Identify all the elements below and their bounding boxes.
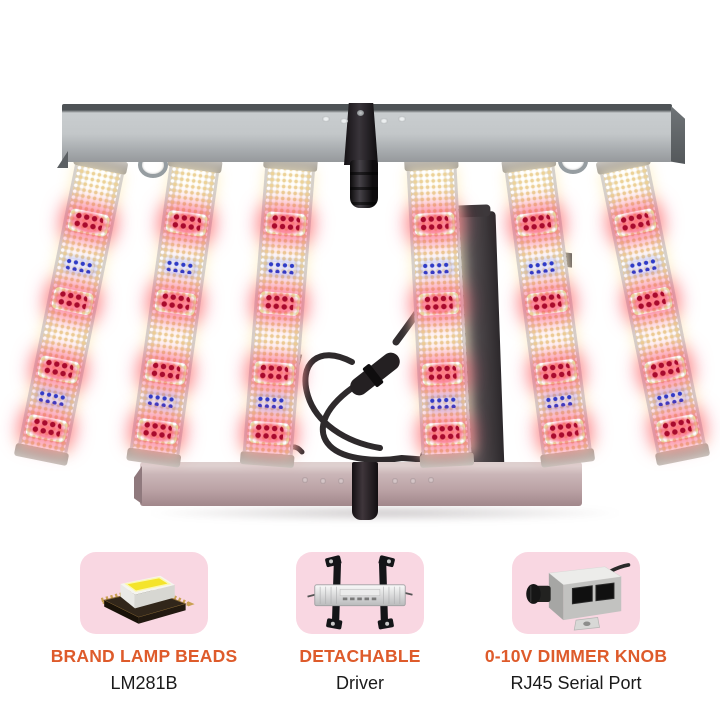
uv-led-strip [527,260,558,275]
feature-dimmer-knob: 0-10V DIMMER KNOB RJ45 Serial Port [485,552,667,694]
rail-screw [398,116,406,122]
feature-title: DETACHABLE [299,646,421,666]
red-led-cluster [542,418,586,446]
dimmer-knob-icon [526,563,631,631]
rail-screw [380,118,388,124]
red-led-cluster [413,211,456,236]
red-led-cluster [144,358,188,386]
red-led-cluster [50,286,95,316]
red-led-cluster [629,286,674,316]
uv-led-strip [38,390,68,407]
feature-subtitle: LM281B [110,673,178,693]
feature-subtitle: Driver [336,673,384,693]
feature-subtitle: RJ45 Serial Port [510,673,642,693]
bottom-strap [352,462,378,520]
red-led-cluster [165,209,209,238]
hanger-pin [350,160,378,208]
rail-screw [302,477,308,483]
uv-led-strip [656,390,686,407]
red-led-cluster [66,207,111,238]
led-chip-icon [95,575,195,624]
feature-detachable-driver: DETACHABLE Driver [280,552,440,694]
uv-led-strip [429,396,459,410]
uv-led-strip [267,261,297,275]
feature-row: BRAND LAMP BEADS LM281B [51,552,667,694]
red-led-cluster [248,420,291,446]
uv-led-strip [64,258,95,275]
feature-card [80,552,208,634]
red-led-cluster [136,417,179,445]
red-led-cluster [24,413,69,444]
rail-screw [322,116,330,122]
red-led-cluster [643,354,688,385]
red-led-cluster [253,360,295,386]
red-led-cluster [258,291,301,317]
led-array [406,168,472,455]
uv-led-strip [147,393,177,409]
red-led-cluster [418,291,460,316]
feature-card [512,552,640,634]
rail-screw [410,478,416,484]
feature-title: BRAND LAMP BEADS [50,646,238,666]
red-led-cluster [535,358,578,386]
driver-icon [307,555,413,630]
uv-led-strip [545,394,575,409]
red-led-cluster [424,421,467,446]
inline-connector [350,352,400,396]
rail-screw [392,478,398,484]
red-led-cluster [36,354,81,385]
red-led-cluster [613,207,658,238]
uv-led-strip [422,262,452,275]
feature-card [296,552,424,634]
rail-screw [340,118,348,124]
feature-title: 0-10V DIMMER KNOB [484,646,668,666]
red-led-cluster [655,413,700,444]
rail-screw [338,478,344,484]
red-led-cluster [525,289,569,317]
feature-lamp-beads: BRAND LAMP BEADS LM281B [51,552,237,694]
red-led-cluster [421,361,463,386]
red-led-cluster [264,211,307,237]
bracket-screw [357,110,364,116]
red-led-cluster [154,288,197,317]
red-led-cluster [515,209,559,237]
rail-screw [428,477,434,483]
fixture-shadow [150,504,620,522]
uv-led-strip [257,396,287,410]
rail-screw [320,478,326,484]
uv-led-strip [165,260,196,275]
uv-led-strip [629,258,660,275]
